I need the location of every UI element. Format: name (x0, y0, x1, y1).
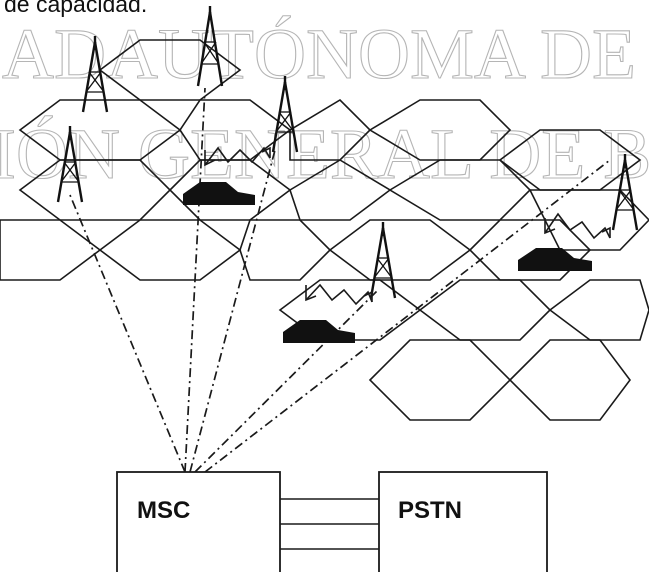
tower-icon (81, 36, 109, 113)
link-line (189, 149, 276, 473)
hex-cell (368, 339, 512, 421)
tower-icon (611, 154, 639, 231)
hex-cell-grid (0, 39, 649, 421)
msc-box (116, 471, 281, 572)
link-line (69, 194, 186, 473)
hex-cell (328, 219, 472, 281)
link-line (204, 159, 611, 473)
msc-links (69, 87, 611, 473)
trunk-lines (280, 498, 379, 550)
car-icon (518, 248, 592, 271)
watermark-line-2: IÓN GENERAL DE BIBLIOT (0, 114, 649, 194)
pstn-label: PSTN (398, 497, 462, 524)
link-line (194, 289, 379, 473)
tower-icon (271, 76, 299, 153)
hex-cell (0, 219, 102, 281)
car-icon (283, 320, 355, 343)
hex-cell (98, 219, 242, 281)
radio-signal-icon (544, 212, 611, 240)
car-icon (183, 182, 255, 205)
hex-cell (418, 279, 552, 341)
caption-text: de capacidad. (4, 0, 147, 17)
hex-cell (289, 159, 392, 221)
tower-icon (56, 126, 84, 203)
hex-cell (368, 99, 512, 161)
msc-label: MSC (137, 497, 190, 524)
tower-icon (196, 6, 224, 87)
hex-cell (289, 98, 372, 161)
radio-signal-icon (305, 283, 373, 306)
radio-signal-icon (204, 146, 271, 167)
hex-cell (548, 279, 649, 341)
link-line (184, 87, 206, 473)
pstn-box (378, 471, 548, 572)
tower-icon (369, 222, 397, 299)
hex-cell (508, 339, 631, 421)
watermark-line-1: ADAUTÓNOMA DE NUE (2, 14, 649, 94)
